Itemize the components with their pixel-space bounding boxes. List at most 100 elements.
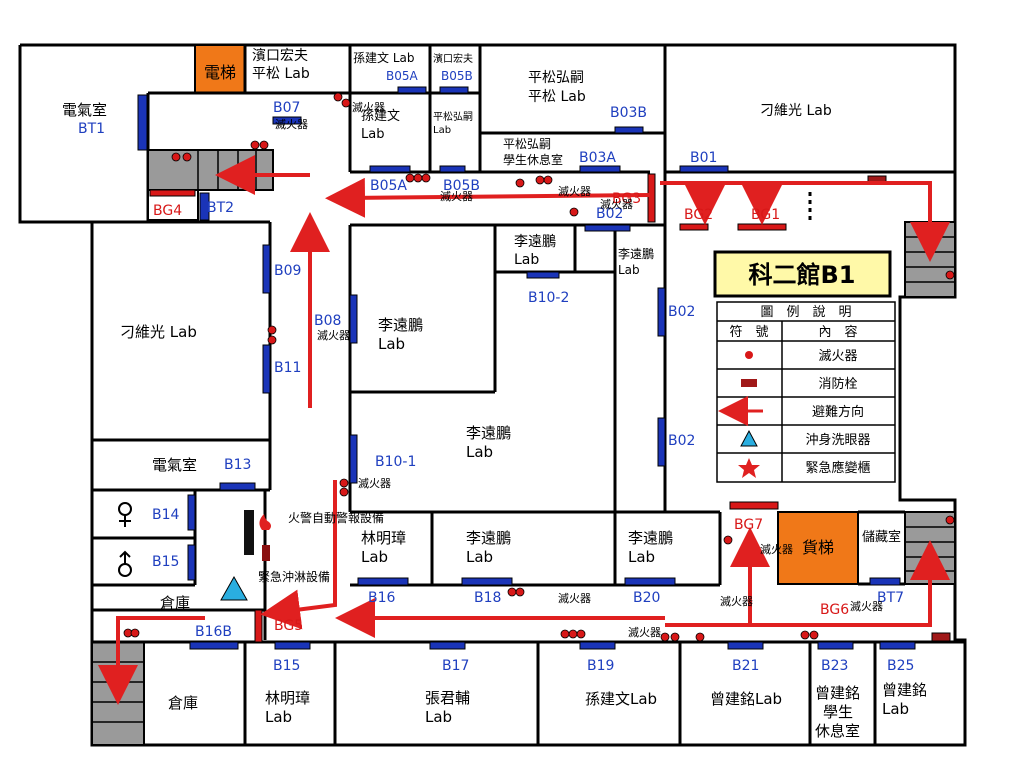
extinguisher-label: 滅火器 — [558, 592, 591, 605]
room-label: 刁維光 Lab — [760, 103, 832, 119]
emergency-shower-icon — [262, 545, 270, 561]
extinguisher-label: 滅火器 — [317, 329, 350, 342]
room-label: Lab — [618, 263, 640, 277]
room-label: 孫建文 — [361, 109, 400, 124]
legend-item: 沖身洗眼器 — [805, 432, 870, 448]
room-code: B03B — [610, 105, 647, 121]
room-code: B16B — [195, 624, 232, 640]
emergency-shower-label: 緊急沖淋設備 — [258, 569, 330, 584]
legend-hydrant-icon — [741, 379, 757, 387]
room-label: Lab — [265, 708, 292, 726]
fire-alarm-icon — [244, 510, 271, 555]
room-label: 平松弘嗣 — [503, 137, 551, 151]
gate-code: BG6 — [820, 602, 849, 618]
room-labels: 電梯 濱口宏夫 平松 Lab 孫建文 Lab 濱口宏夫 平松弘嗣 平松 Lab … — [62, 48, 927, 740]
room-code: B10-1 — [375, 454, 416, 470]
extinguisher-label: 滅火器 — [628, 626, 661, 639]
room-label: Lab — [361, 127, 384, 142]
room-code: B05B — [441, 69, 473, 83]
gate-code: BG4 — [153, 203, 182, 219]
room-code: B15 — [273, 658, 300, 674]
gate-code: BG2 — [684, 207, 713, 223]
room-label: 李遠鵬 — [466, 529, 511, 547]
room-label: 休息室 — [815, 722, 860, 740]
room-code: B05A — [370, 178, 407, 194]
extinguisher-label: 滅火器 — [358, 477, 391, 490]
room-label: Lab — [628, 548, 655, 566]
legend: 圖 例 說 明 符 號 內 容 滅火器 消防栓 避難方向 沖身洗眼器 緊急應變櫃 — [716, 301, 896, 483]
room-label: 刁維光 Lab — [120, 323, 197, 341]
legend-star-icon — [738, 458, 760, 478]
legend-item: 消防栓 — [818, 376, 857, 392]
legend-eyewash-icon — [740, 429, 758, 447]
room-label: 孫建文Lab — [585, 690, 657, 708]
room-label: Lab — [433, 125, 451, 136]
room-label: 李遠鵬 — [514, 234, 556, 250]
room-label: 電氣室 — [62, 101, 107, 119]
room-label: 學生休息室 — [503, 152, 563, 167]
room-label: 倉庫 — [168, 694, 198, 712]
room-label: 儲藏室 — [862, 529, 901, 545]
legend-item: 避難方向 — [812, 404, 864, 420]
room-label: Lab — [466, 548, 493, 566]
legend-header: 圖 例 說 明 — [760, 304, 851, 320]
room-label: 濱口宏夫 — [433, 52, 473, 65]
room-label: 平松弘嗣 — [528, 70, 584, 86]
room-label: 李遠鵬 — [628, 529, 673, 547]
legend-item: 緊急應變櫃 — [805, 460, 870, 476]
room-label: 李遠鵬 — [378, 316, 423, 334]
room-code: B25 — [887, 658, 914, 674]
extinguisher-label: 滅火器 — [720, 595, 753, 608]
extinguisher-label: 滅火器 — [850, 600, 883, 613]
room-label: 曾建銘 — [882, 681, 927, 699]
extinguisher-label: 滅火器 — [440, 190, 473, 203]
room-code: B01 — [690, 150, 717, 166]
room-code: B08 — [314, 313, 341, 329]
room-code: B15 — [152, 554, 179, 570]
room-label: 孫建文 Lab — [353, 50, 414, 65]
gate-code: BG1 — [751, 207, 780, 223]
room-code: B02 — [596, 206, 623, 222]
room-label: Lab — [425, 708, 452, 726]
legend-item: 滅火器 — [818, 349, 857, 364]
extinguisher-label: 滅火器 — [760, 543, 793, 556]
room-label: 曾建銘Lab — [710, 690, 782, 708]
legend-col-content: 內 容 — [818, 324, 857, 340]
room-code: B05A — [386, 69, 419, 83]
middle-rooms — [92, 220, 905, 640]
room-code: B05B — [443, 178, 480, 194]
title-box: 科二館B1 — [713, 250, 892, 298]
extinguisher-markers — [123, 92, 955, 642]
room-code: B02 — [668, 304, 695, 320]
room-code: B23 — [821, 658, 848, 674]
map-title: 科二館B1 — [749, 261, 856, 289]
room-label: 平松 Lab — [528, 89, 586, 105]
extinguisher-label: 滅火器 — [558, 185, 591, 198]
room-label: 貨梯 — [802, 538, 834, 557]
legend-col-symbol: 符 號 — [729, 324, 768, 340]
room-code: B14 — [152, 507, 180, 523]
room-label: 電梯 — [204, 63, 236, 82]
room-label: 李遠鵬 — [618, 246, 654, 261]
room-code: B09 — [274, 263, 301, 279]
room-label: 林明璋 — [265, 689, 310, 707]
room-label: Lab — [466, 443, 493, 461]
room-label: 張君輔 — [425, 689, 470, 707]
room-label: 林明璋 — [361, 529, 406, 547]
room-code: B11 — [274, 360, 301, 376]
room-code: B10-2 — [528, 290, 569, 306]
gate-codes: BG4 BG3 BG2 BG1 BG7 BG5 BG6 — [153, 191, 849, 634]
room-code: B16 — [368, 590, 396, 606]
fire-alarm-label: 火警自動警報設備 — [288, 510, 384, 525]
room-code: B20 — [633, 590, 660, 606]
room-code: BT1 — [78, 121, 105, 137]
extinguisher-label: 滅火器 — [352, 101, 385, 114]
room-code: B17 — [442, 658, 469, 674]
room-codes: BT1 BT2 BT7 B07 B05A B05B B03B B03A B01 … — [78, 69, 914, 674]
doors — [137, 86, 916, 650]
room-code: BT7 — [877, 590, 904, 606]
room-label: 學生 — [823, 703, 853, 721]
gate-code: BG7 — [734, 517, 763, 533]
room-label: 電氣室 — [152, 456, 197, 474]
